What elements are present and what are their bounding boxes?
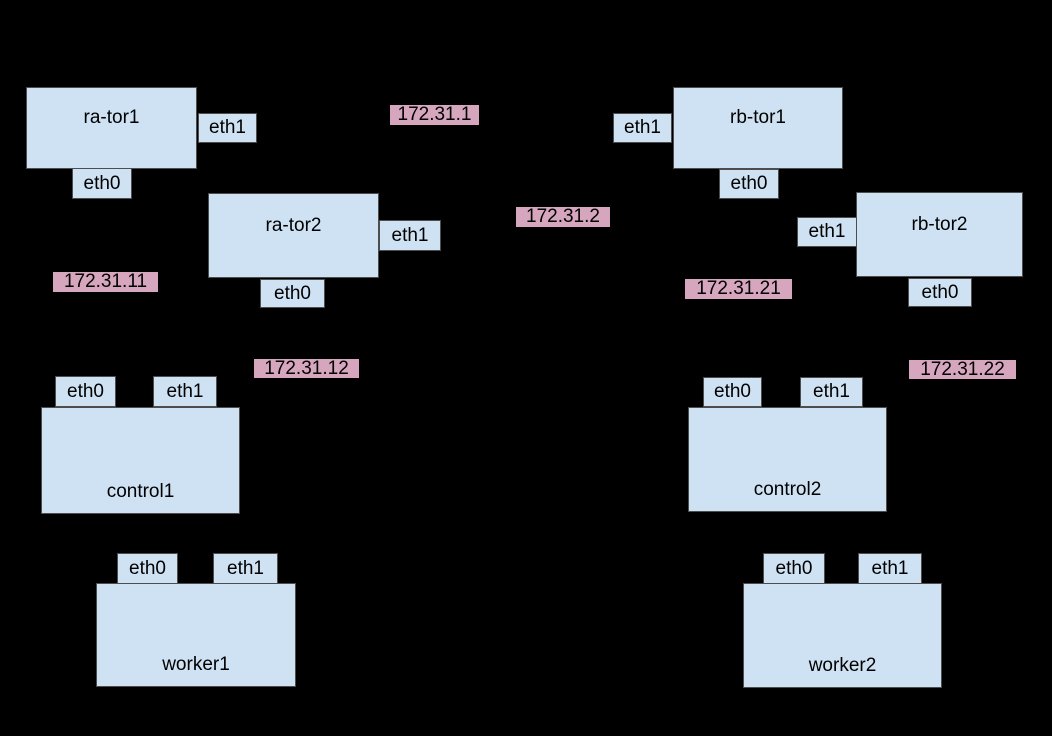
interface-rb-tor2-eth1: eth1: [797, 217, 857, 247]
interface-ra-tor2-eth0: eth0: [260, 279, 325, 308]
ip-label-172-31-1: 172.31.1: [390, 104, 479, 125]
node-label-rb-tor2: rb-tor2: [911, 213, 968, 235]
node-worker2: worker2: [743, 583, 942, 688]
node-label-control2: control2: [753, 479, 822, 500]
interface-control2-eth0: eth0: [703, 377, 762, 407]
interface-worker1-eth1: eth1: [213, 553, 278, 584]
node-worker1: worker1: [96, 583, 296, 687]
ip-label-172-31-22: 172.31.22: [909, 359, 1016, 380]
ip-label-172-31-12: 172.31.12: [254, 358, 359, 379]
interface-control1-eth1: eth1: [153, 376, 217, 407]
interface-worker2-eth0: eth0: [763, 553, 825, 584]
node-label-worker2: worker2: [808, 655, 877, 676]
node-control2: control2: [688, 407, 887, 512]
node-label-control1: control1: [106, 481, 175, 502]
node-rb-tor1: rb-tor1: [673, 87, 843, 169]
interface-rb-tor1-eth0: eth0: [719, 169, 779, 199]
node-label-ra-tor1: ra-tor1: [83, 107, 140, 128]
node-label-worker1: worker1: [162, 654, 230, 675]
interface-control1-eth0: eth0: [55, 376, 116, 407]
node-label-ra-tor2: ra-tor2: [265, 214, 322, 236]
node-ra-tor1: ra-tor1: [26, 87, 197, 169]
interface-ra-tor1-eth1: eth1: [198, 113, 257, 143]
ip-label-172-31-21: 172.31.21: [685, 278, 792, 299]
ip-label-172-31-2: 172.31.2: [516, 206, 610, 227]
node-control1: control1: [41, 407, 240, 514]
interface-rb-tor2-eth0: eth0: [908, 278, 972, 307]
interface-ra-tor2-eth1: eth1: [379, 220, 441, 251]
ip-label-172-31-11: 172.31.11: [53, 271, 158, 292]
node-ra-tor2: ra-tor2: [208, 193, 379, 278]
interface-control2-eth1: eth1: [800, 377, 863, 407]
interface-ra-tor1-eth0: eth0: [72, 168, 132, 199]
interface-rb-tor1-eth1: eth1: [613, 113, 672, 143]
node-label-rb-tor1: rb-tor1: [730, 107, 786, 128]
node-rb-tor2: rb-tor2: [856, 192, 1023, 277]
interface-worker1-eth0: eth0: [117, 553, 178, 584]
interface-worker2-eth1: eth1: [858, 553, 922, 584]
